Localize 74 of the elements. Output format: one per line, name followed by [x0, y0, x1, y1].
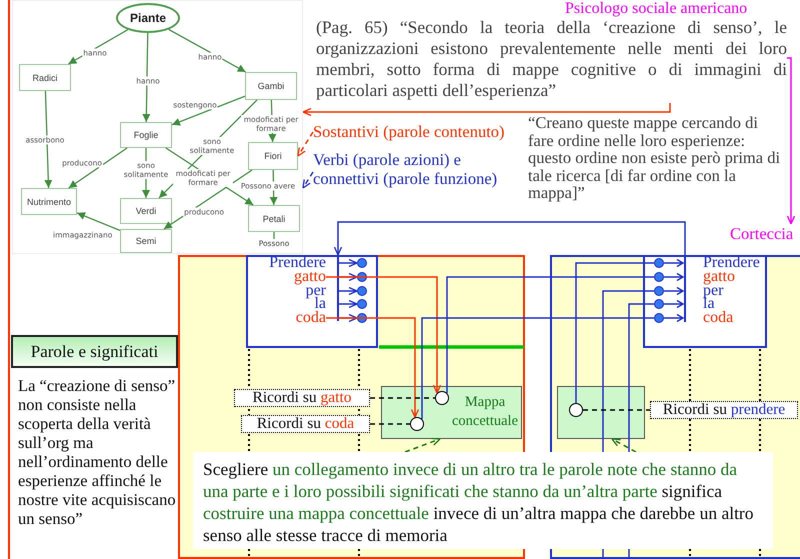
word-box	[246, 255, 378, 348]
concept-label: Fiori	[264, 151, 282, 161]
concept-box	[248, 205, 300, 232]
arrow	[786, 57, 796, 225]
concept-label: Foglie	[134, 130, 158, 140]
concept-box	[245, 72, 297, 100]
word-label: gatto	[256, 270, 326, 284]
arrow	[334, 221, 686, 256]
memory-label: Ricordi su prendere	[662, 402, 786, 418]
memory-label: Ricordi su coda	[256, 416, 354, 432]
word-label: coda	[256, 311, 326, 325]
quote-text: (Pag. 65) “Secondo la teoria della ‘creazione di senso’, le organizzazioni esistono prevalentemente nelle menti dei loro membri, sotto forma di mappe cognitive o di immagini di particolari aspetti dell’esperienza”	[316, 17, 787, 103]
concept-box	[248, 142, 298, 170]
annotation-text: Corteccia	[730, 224, 798, 246]
concept-label: Verdi	[136, 206, 156, 216]
word-box	[643, 255, 767, 348]
junction-circle	[569, 403, 583, 417]
arrow	[142, 32, 150, 122]
arrow	[611, 438, 636, 453]
concept-label: Nutrimento	[26, 196, 71, 206]
title-box	[11, 335, 178, 368]
arrow	[44, 90, 52, 188]
word-label: la	[256, 297, 326, 311]
concept-box	[120, 122, 172, 148]
connector-line	[273, 232, 275, 239]
memory-box	[241, 415, 370, 433]
body-text: La “creazione di senso” non consiste nella scoperta della verità sull’org ma nell’ordinamento delle esperienze affinché le nostre vite acquisiscano un senso”	[18, 376, 177, 528]
annotation-text: Verbi (parole azioni) e connettivi (parole funzione)	[313, 150, 525, 190]
map-title: Mappa concettuale	[451, 393, 519, 431]
connector-line	[421, 317, 654, 420]
concept-map-box	[557, 386, 645, 439]
junction-circle	[410, 417, 424, 431]
word-label: per	[703, 284, 765, 298]
arrow	[68, 148, 128, 188]
annotation-text: Sostantivi (parole contenuto)	[313, 122, 525, 142]
connector-line	[583, 409, 650, 411]
concept-map-picture	[12, 0, 303, 254]
arrow	[172, 96, 246, 126]
connector-line	[370, 397, 435, 399]
arrow	[326, 276, 442, 394]
arrow	[297, 132, 314, 157]
concept-label: Gambi	[258, 81, 284, 91]
quote-text: “Creano queste mappe cercando di fare ordine nelle loro esperienze: questo ordine non esiste però prima di tale ricerca [di far ordine con la mappa]”	[528, 114, 786, 220]
connector-line	[446, 276, 654, 394]
bus-bar-drawing	[654, 255, 687, 322]
concept-label: Radici	[32, 72, 58, 82]
word-label: gatto	[703, 270, 765, 284]
concept-box	[120, 229, 172, 253]
word-label: per	[256, 284, 326, 298]
concept-label: Petali	[262, 214, 286, 224]
word-label: coda	[703, 311, 765, 325]
word-label: Prendere	[256, 256, 326, 270]
memory-box	[234, 389, 370, 407]
arrow	[326, 317, 420, 418]
note-text: Scegliere un collegamento invece di un altro tra le parole note che stanno da una parte e i loro possibili significati che stanno da un’altra parte significa costruire una mappa concettuale invece di un’altra mappa che darebbe un altro senso alle stesse tracce di memoria	[203, 458, 755, 546]
arrow	[76, 212, 120, 231]
caption-text: Psicologo sociale americano	[565, 0, 748, 17]
connector-line	[370, 423, 410, 425]
arrow	[302, 172, 314, 189]
memory-label: Ricordi su gatto	[252, 390, 352, 406]
concept-box	[21, 188, 77, 215]
concept-label: Piante	[130, 11, 166, 25]
arrow	[404, 438, 441, 453]
arrow	[302, 103, 671, 116]
connector-line	[575, 262, 654, 403]
concept-box	[19, 64, 71, 91]
title-text: Parole e significati	[30, 342, 158, 362]
memory-box	[650, 401, 798, 419]
word-label: la	[703, 297, 765, 311]
concept-label: Semi	[136, 236, 156, 246]
word-label: Prendere	[703, 256, 765, 270]
junction-circle	[435, 391, 449, 405]
concept-map-box	[381, 386, 522, 439]
concept-box	[120, 198, 172, 224]
